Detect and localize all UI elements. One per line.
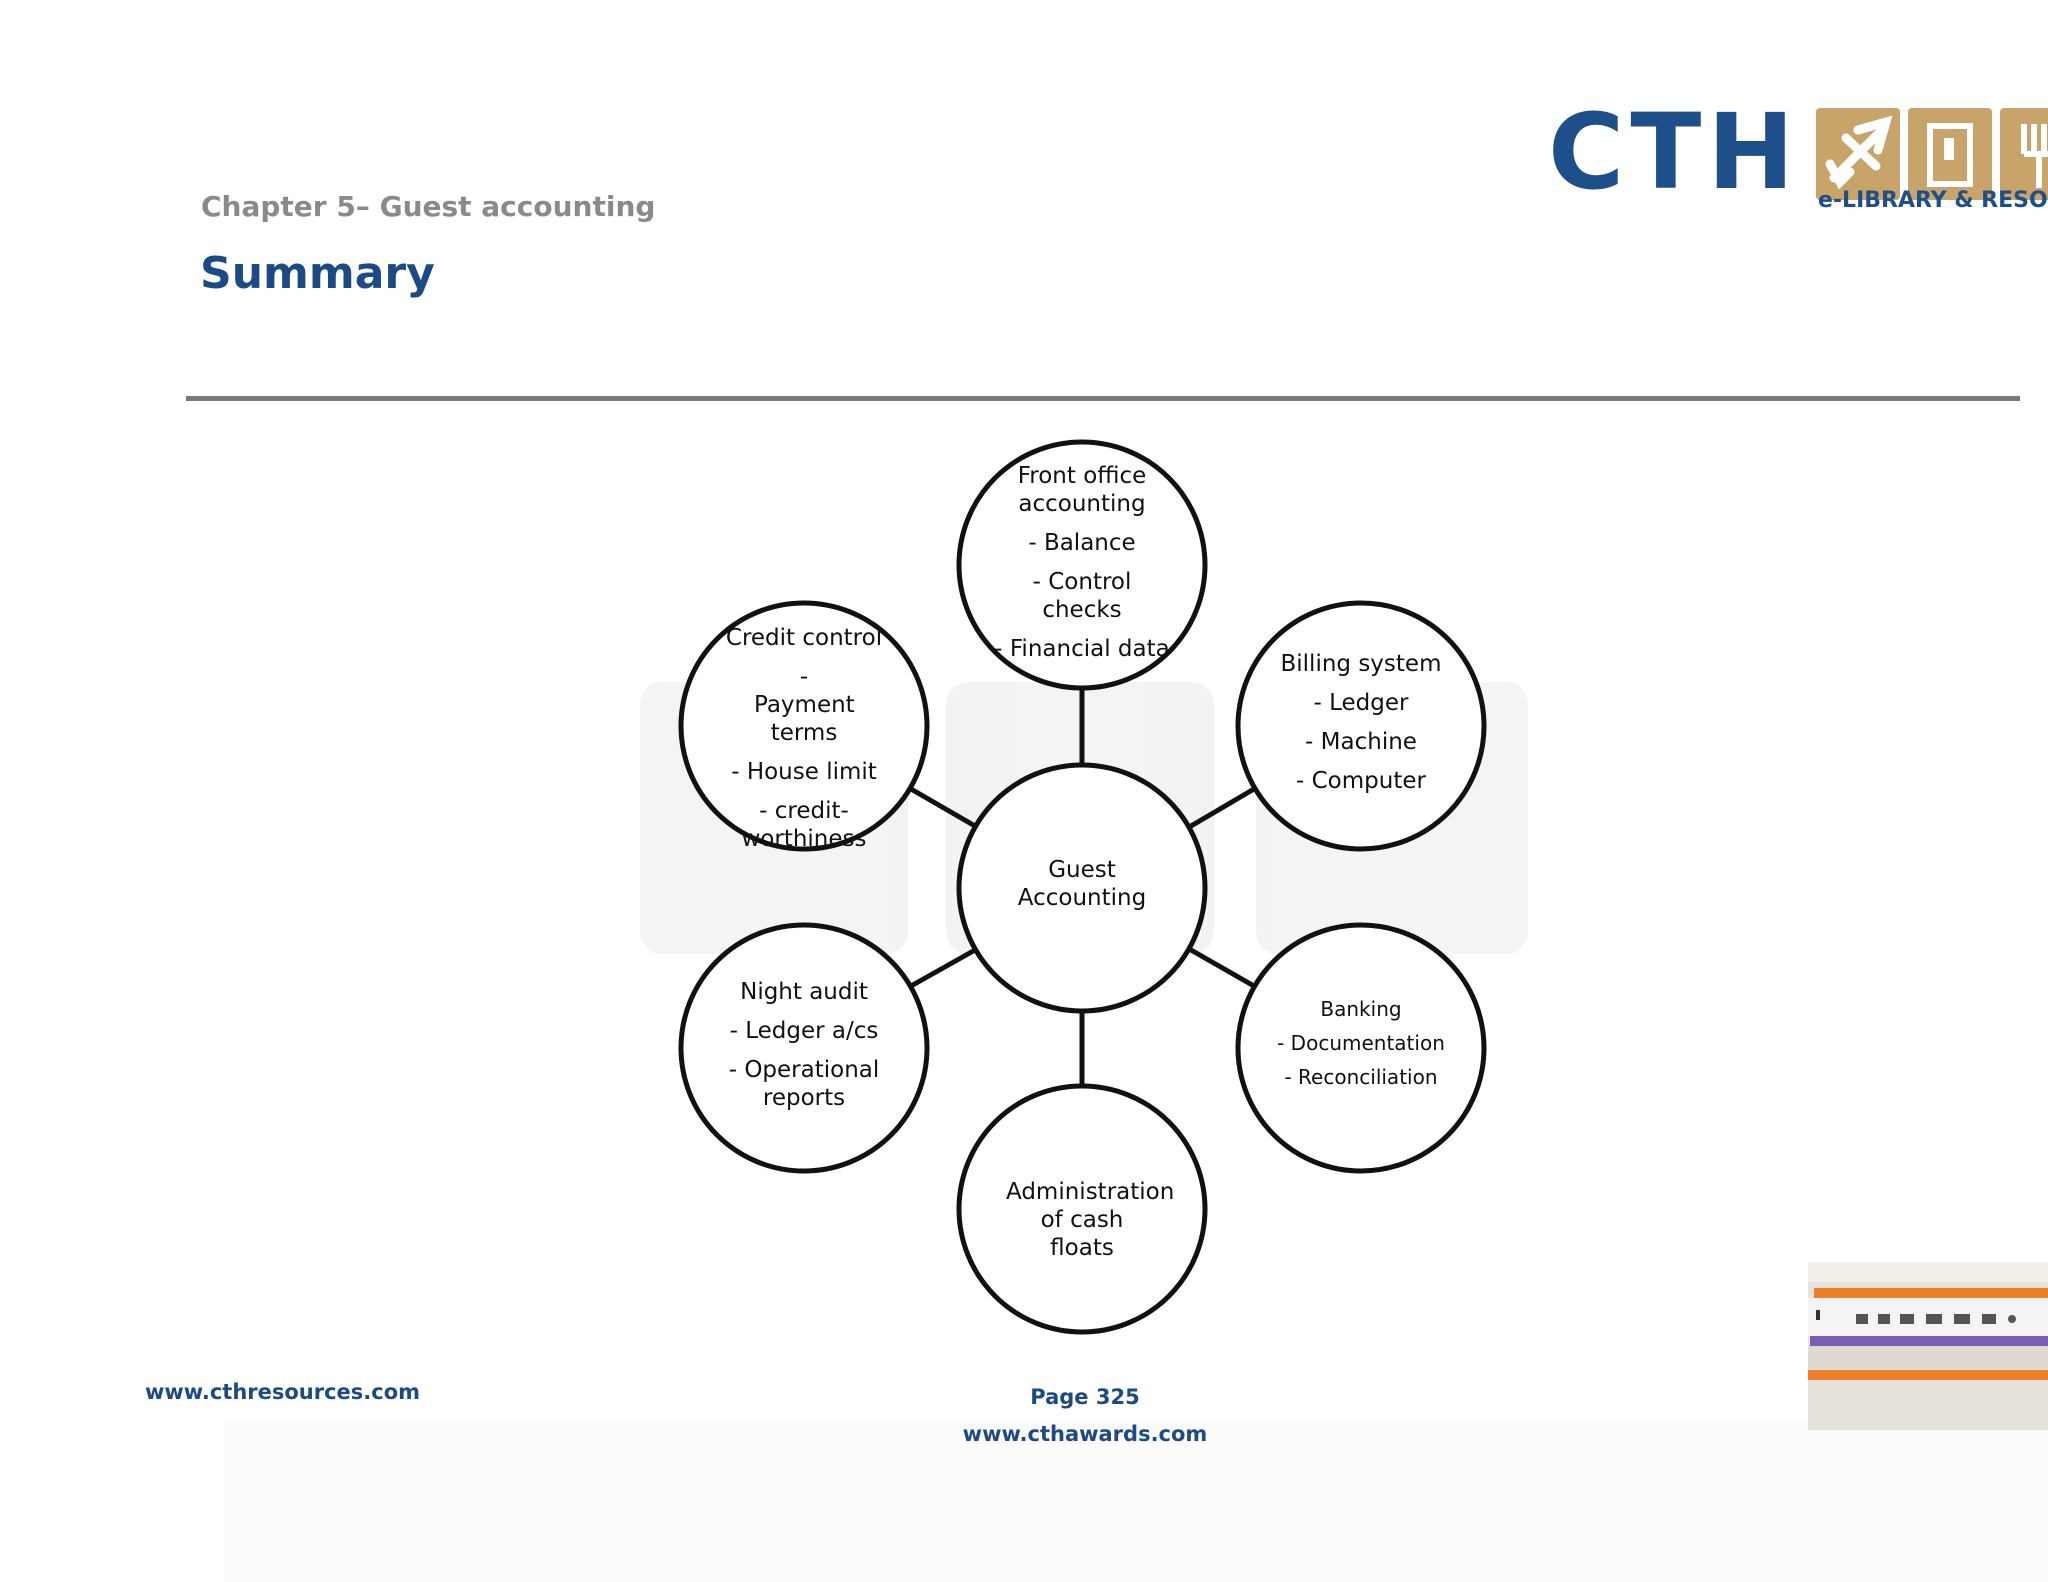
chapter-heading: Chapter 5– Guest accounting [201,190,656,223]
node-billing-text: Billing system - Ledger - Machine - Comp… [1241,650,1481,795]
header-divider [186,396,2020,401]
node-banking-text: Banking - Documentation - Reconciliation [1241,998,1481,1088]
credit-control-item-credit-worthiness: - credit-worthiness [741,798,867,853]
billing-item-machine: - Machine [1305,729,1417,756]
connector-banking [1189,947,1256,989]
front-office-item-balance: - Balance [1028,530,1136,557]
connector-billing [1189,786,1256,829]
banking-item-documentation: - Documentation [1277,1031,1445,1055]
banking-item-reconciliation: - Reconciliation [1284,1065,1438,1089]
dining-icon [2000,108,2048,200]
billing-item-ledger: - Ledger [1313,690,1409,717]
node-cash-floats-text: Administration of cash floats [962,1178,1202,1262]
hotel-icon [1908,108,1992,200]
footer-awards-link[interactable]: www.cthawards.com [962,1422,1208,1446]
night-audit-item-operational-reports: - Operational reports [728,1057,880,1112]
node-credit-control-text: Credit control - Payment terms - House l… [684,624,924,853]
logo-wordmark: CTH [1548,91,1801,213]
banking-title: Banking [1320,997,1402,1021]
front-office-item-control-checks: - Control checks [1032,569,1132,624]
connector-credit-control [909,786,977,829]
billing-item-computer: - Computer [1296,768,1426,795]
node-front-office-circle [956,439,1208,691]
cash-floats-title: Administration of cash floats [1006,1179,1175,1262]
credit-control-item-house-limit: - House limit [731,759,877,786]
cth-logo: CTH e-LIBRARY & RESOURCES [1548,100,2048,220]
footer-resources-link[interactable]: www.cthresources.com [145,1380,421,1404]
node-front-office-text: Front office accounting - Balance - Cont… [962,462,1202,663]
airplane-icon [1816,108,1900,200]
center-line-2: Accounting [1017,885,1147,912]
books-image [1808,1262,2048,1430]
billing-title: Billing system [1280,651,1442,677]
night-audit-title: Night audit [740,979,868,1005]
front-office-item-financial-data: - Financial data [994,636,1170,663]
page-number: Page 325 [1030,1385,1140,1409]
node-cash-floats-circle [956,1083,1208,1335]
node-credit-control-circle [678,600,930,852]
center-line-1: Guest [1048,857,1116,883]
node-guest-accounting-circle [956,762,1208,1014]
connector-night-audit [909,947,977,989]
page-title: Summary [200,248,435,299]
night-audit-item-ledger: - Ledger a/cs [729,1018,879,1045]
page-background-band [225,1420,2048,1582]
front-office-title: Front office accounting [1017,463,1147,518]
node-banking-circle [1235,922,1487,1174]
credit-control-title: Credit control [725,625,883,651]
logo-tagline: e-LIBRARY & RESOURCES [1818,188,2048,213]
node-night-audit-text: Night audit - Ledger a/cs - Operational … [684,978,924,1112]
node-night-audit-circle [678,922,930,1174]
credit-control-item-payment-terms: - Payment terms [754,664,855,747]
node-billing-circle [1235,600,1487,852]
